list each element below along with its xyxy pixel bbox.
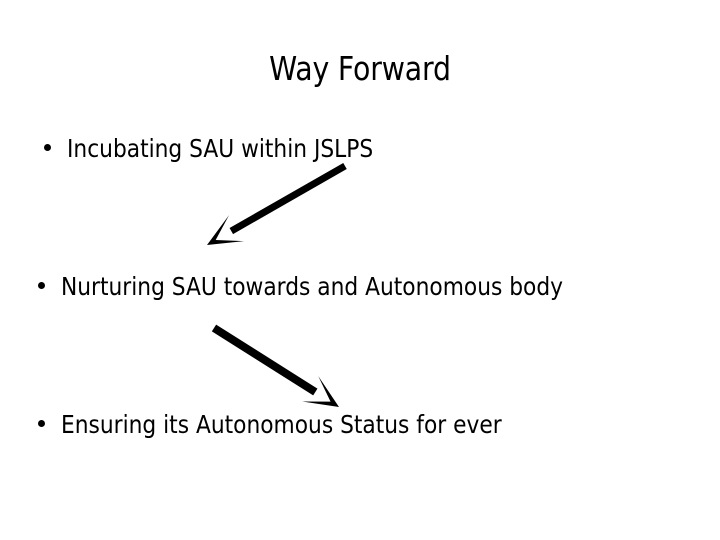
- list-item: Incubating SAU within JSLPS: [44, 134, 419, 164]
- list-item: Ensuring its Autonomous Status for ever: [38, 410, 568, 440]
- list-item: Nurturing SAU towards and Autonomous bod…: [38, 272, 638, 302]
- arrow-down-left-shaft: [229, 162, 347, 235]
- list-item-label: Nurturing SAU towards and Autonomous bod…: [61, 272, 564, 301]
- list-item-label: Incubating SAU within JSLPS: [67, 134, 374, 163]
- arrow-down-right-icon: [211, 324, 339, 407]
- bullet-marker-icon: [38, 282, 45, 289]
- arrow-down-left-head: [207, 215, 244, 245]
- bullet-marker-icon: [44, 144, 51, 151]
- page-title: Way Forward: [269, 49, 451, 88]
- arrow-down-right-head: [302, 376, 339, 407]
- bullet-marker-icon: [38, 420, 45, 427]
- arrow-down-left-icon: [207, 162, 347, 245]
- arrow-down-right-shaft: [211, 324, 318, 396]
- list-item-label: Ensuring its Autonomous Status for ever: [61, 410, 502, 439]
